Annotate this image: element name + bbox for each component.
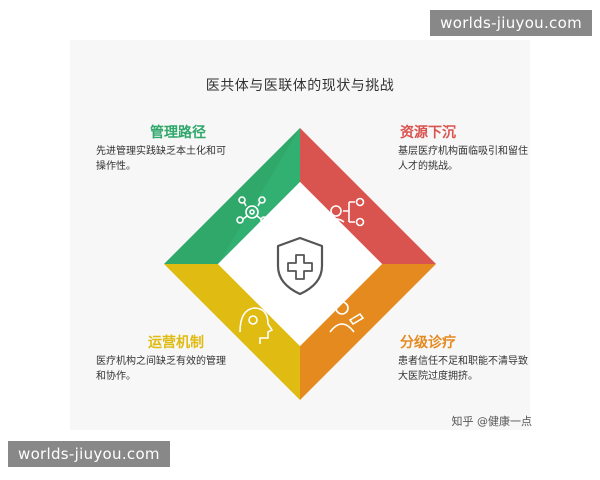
section-title-bottom-left: 运营机制 <box>148 335 204 351</box>
segment-bottom-right <box>300 264 436 400</box>
section-desc-top-right: 基层医疗机构面临吸引和留住人才的挑战。 <box>398 146 528 172</box>
section-desc-top-left: 先进管理实践缺乏本土化和可操作性。 <box>96 146 226 172</box>
doctor-icon <box>329 301 365 333</box>
head-idea-icon <box>239 307 274 344</box>
section-title-top-left: 管理路径 <box>150 125 206 141</box>
section-title-top-right: 资源下沉 <box>400 125 456 141</box>
medical-shield-icon <box>276 236 324 296</box>
people-flow-icon <box>327 197 365 227</box>
section-desc-bottom-right: 患者信任不足和职能不清导致大医院过度拥挤。 <box>398 356 528 382</box>
section-title-bottom-right: 分级诊疗 <box>400 335 456 351</box>
segment-top-left-shade <box>218 128 300 264</box>
diagram-title: 医共体与医联体的现状与挑战 <box>205 78 395 94</box>
segment-top-left <box>164 128 300 264</box>
source-credit: 知乎 @健康一点 <box>451 415 533 428</box>
section-desc-bottom-left: 医疗机构之间缺乏有效的管理和协作。 <box>96 356 226 382</box>
watermark-top: worlds-jiuyou.com <box>430 10 592 36</box>
network-gear-icon <box>236 196 268 224</box>
watermark-bottom: worlds-jiuyou.com <box>8 441 170 467</box>
segment-top-right <box>300 128 436 264</box>
center-diamond <box>218 182 382 346</box>
segment-bottom-left <box>164 264 300 400</box>
